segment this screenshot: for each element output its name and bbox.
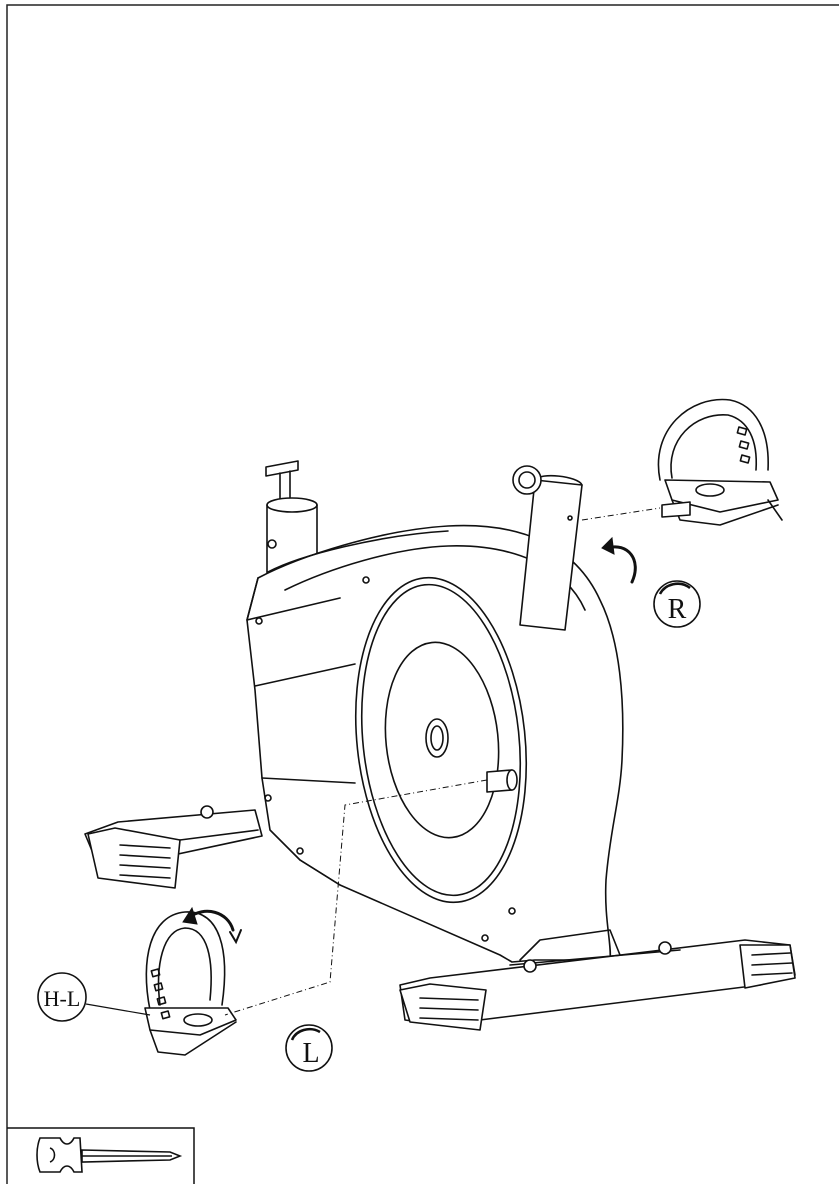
front-stabilizer (84, 805, 263, 889)
right-pedal (657, 398, 783, 526)
crank-axle (486, 769, 518, 793)
label-l-text: L (302, 1038, 319, 1069)
label-r-text: R (668, 594, 687, 625)
label-part-hl: H-L (37, 972, 151, 1022)
alignment-lines (224, 507, 661, 1016)
left-pedal (144, 911, 237, 1056)
exercise-bike-frame (84, 398, 796, 1056)
rear-stabilizer (399, 929, 796, 1031)
seat-post (265, 460, 318, 576)
page-border (6, 4, 839, 1184)
label-hl-text: H-L (44, 986, 81, 1011)
label-right-pedal: R (653, 580, 701, 628)
flywheel-disc (354, 576, 528, 904)
pedal-wrench-icon (36, 1137, 183, 1173)
label-left-pedal: L (285, 1024, 333, 1072)
right-crank-arm (512, 465, 583, 631)
rotation-arrows (182, 536, 637, 945)
tool-box (7, 1127, 195, 1184)
